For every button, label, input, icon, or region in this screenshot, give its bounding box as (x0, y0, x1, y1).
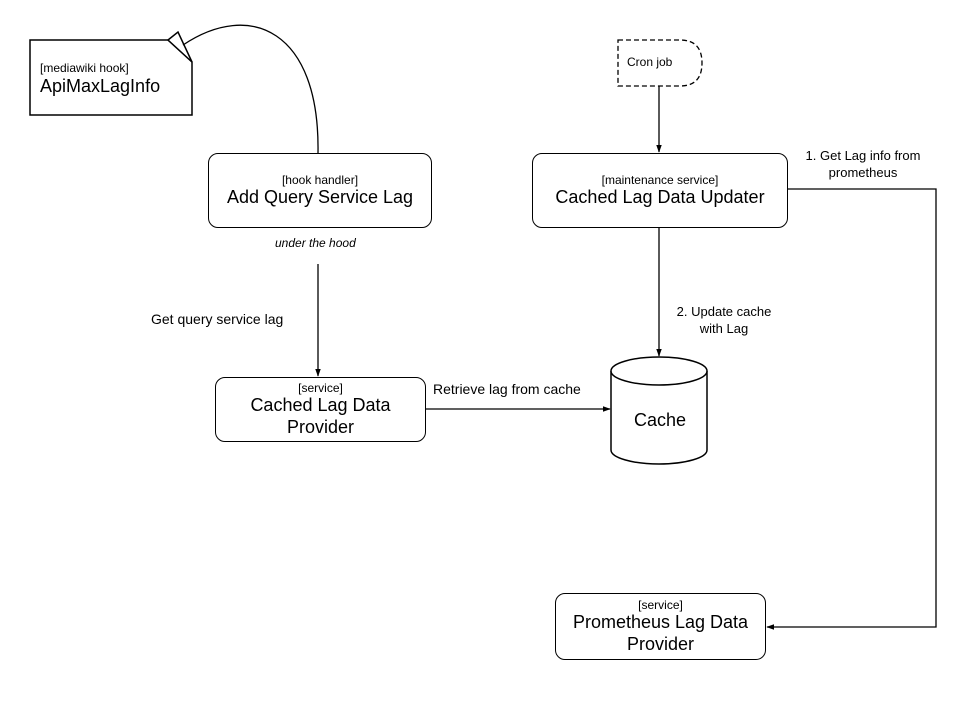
prometheus-provider-tag: [service] (638, 597, 683, 612)
updater-title: Cached Lag Data Updater (555, 186, 765, 207)
get-query-lag-label: Get query service lag (151, 311, 284, 327)
retrieve-lag-label: Retrieve lag from cache (433, 381, 581, 397)
cached-provider-title: Cached Lag Data Provider (250, 395, 391, 437)
updater-node: [maintenance service] Cached Lag Data Up… (532, 153, 788, 228)
hook-interface-triangle (166, 30, 193, 63)
mediawiki-hook-shape (29, 39, 193, 116)
mediawiki-hook-node: [mediawiki hook] ApiMaxLagInfo (40, 61, 161, 96)
cache-cylinder (610, 356, 708, 465)
hook-handler-title: Add Query Service Lag (226, 186, 414, 207)
hook-handler-connector (182, 24, 319, 154)
get-lag-info-label: 1. Get Lag info from prometheus (805, 148, 921, 180)
update-cache-label: 2. Update cache with Lag (676, 304, 772, 336)
mediawiki-hook-tag: [mediawiki hook] (40, 61, 129, 75)
hook-handler-tag: [hook handler] (281, 172, 359, 187)
cron-job-shape (617, 39, 703, 87)
cron-job-label: Cron job (627, 55, 673, 69)
cache-label: Cache (634, 410, 687, 430)
prometheus-provider-title: Prometheus Lag Data Provider (572, 612, 749, 654)
under-the-hood-label: under the hood (275, 236, 356, 250)
hook-handler-node: [hook handler] Add Query Service Lag (208, 153, 432, 228)
updater-to-prometheus-arrow (766, 188, 937, 630)
cached-provider-node: [service] Cached Lag Data Provider (215, 377, 426, 442)
prometheus-provider-node: [service] Prometheus Lag Data Provider (555, 593, 766, 660)
cached-provider-tag: [service] (298, 380, 343, 395)
updater-tag: [maintenance service] (601, 172, 719, 187)
mediawiki-hook-title: ApiMaxLagInfo (40, 75, 161, 96)
